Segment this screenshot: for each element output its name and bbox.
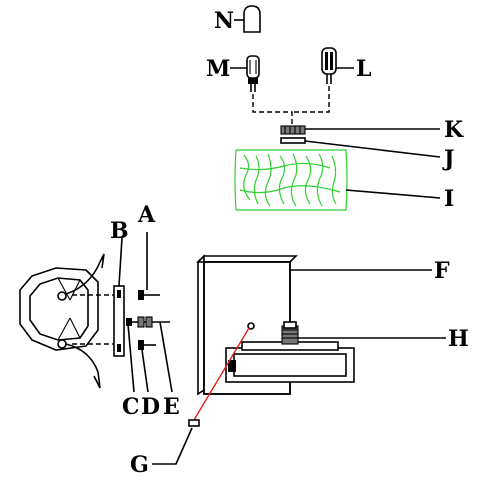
part-g-red-wire [188, 322, 255, 427]
label-g: G [130, 452, 149, 478]
part-d-screw [138, 340, 156, 350]
label-i: I [444, 186, 454, 212]
bulb-connection-lines [252, 86, 330, 126]
part-j-washer [280, 137, 306, 144]
part-labels: N M L K J I A B F H C D E G [110, 8, 469, 478]
label-f: F [434, 258, 450, 284]
wall-junction-box [19, 267, 99, 351]
screw-alignment-lines [72, 294, 114, 345]
label-b: B [110, 218, 129, 244]
part-c-stud [126, 316, 170, 328]
label-m: M [206, 56, 230, 82]
part-l-bulb [321, 47, 337, 84]
label-e: E [163, 394, 180, 420]
label-d: D [141, 394, 160, 420]
part-h-socket-base [225, 321, 355, 383]
label-l: L [356, 56, 371, 82]
part-b-mounting-plate [113, 285, 125, 357]
part-a-screw [138, 290, 160, 300]
junction-wires [65, 253, 105, 389]
label-n: N [214, 8, 234, 34]
part-i-glass-shade [234, 149, 348, 211]
part-n-bulb-cover [243, 5, 261, 33]
part-k-socket-cap [280, 125, 306, 135]
label-j: J [442, 146, 454, 172]
part-m-bulb [246, 55, 260, 92]
label-k: K [444, 117, 464, 143]
label-c: C [122, 394, 140, 420]
label-h: H [448, 326, 469, 352]
leader-lines [118, 19, 446, 465]
label-a: A [137, 202, 156, 228]
